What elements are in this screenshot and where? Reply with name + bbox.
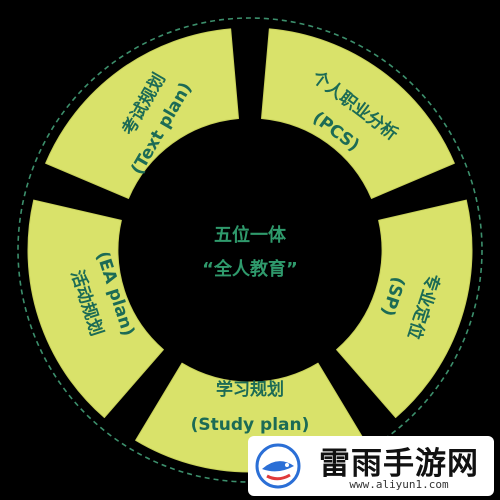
segment-shape bbox=[336, 199, 473, 419]
segment-shape bbox=[45, 28, 239, 199]
segment-shape bbox=[261, 28, 455, 199]
segment-title: 学习规划 bbox=[216, 379, 284, 400]
segment-career: 个人职业分析 (PCS) bbox=[261, 28, 455, 199]
center-subtitle: “全人教育” bbox=[202, 258, 298, 280]
center-title: 五位一体 bbox=[214, 224, 287, 246]
watermark-brand: 雷雨手游网 bbox=[319, 446, 479, 482]
segment-major: 专业定位 (SP) bbox=[336, 199, 473, 419]
watermark-url: www.aliyun1.com bbox=[349, 478, 449, 491]
segment-subtitle: (Study plan) bbox=[191, 415, 310, 435]
segment-shape bbox=[27, 199, 164, 419]
watermark: 雷雨手游网 www.aliyun1.com bbox=[248, 436, 494, 496]
fish-logo-icon bbox=[255, 443, 301, 489]
segment-activity: 活动规划 (EA plan) bbox=[27, 199, 164, 419]
